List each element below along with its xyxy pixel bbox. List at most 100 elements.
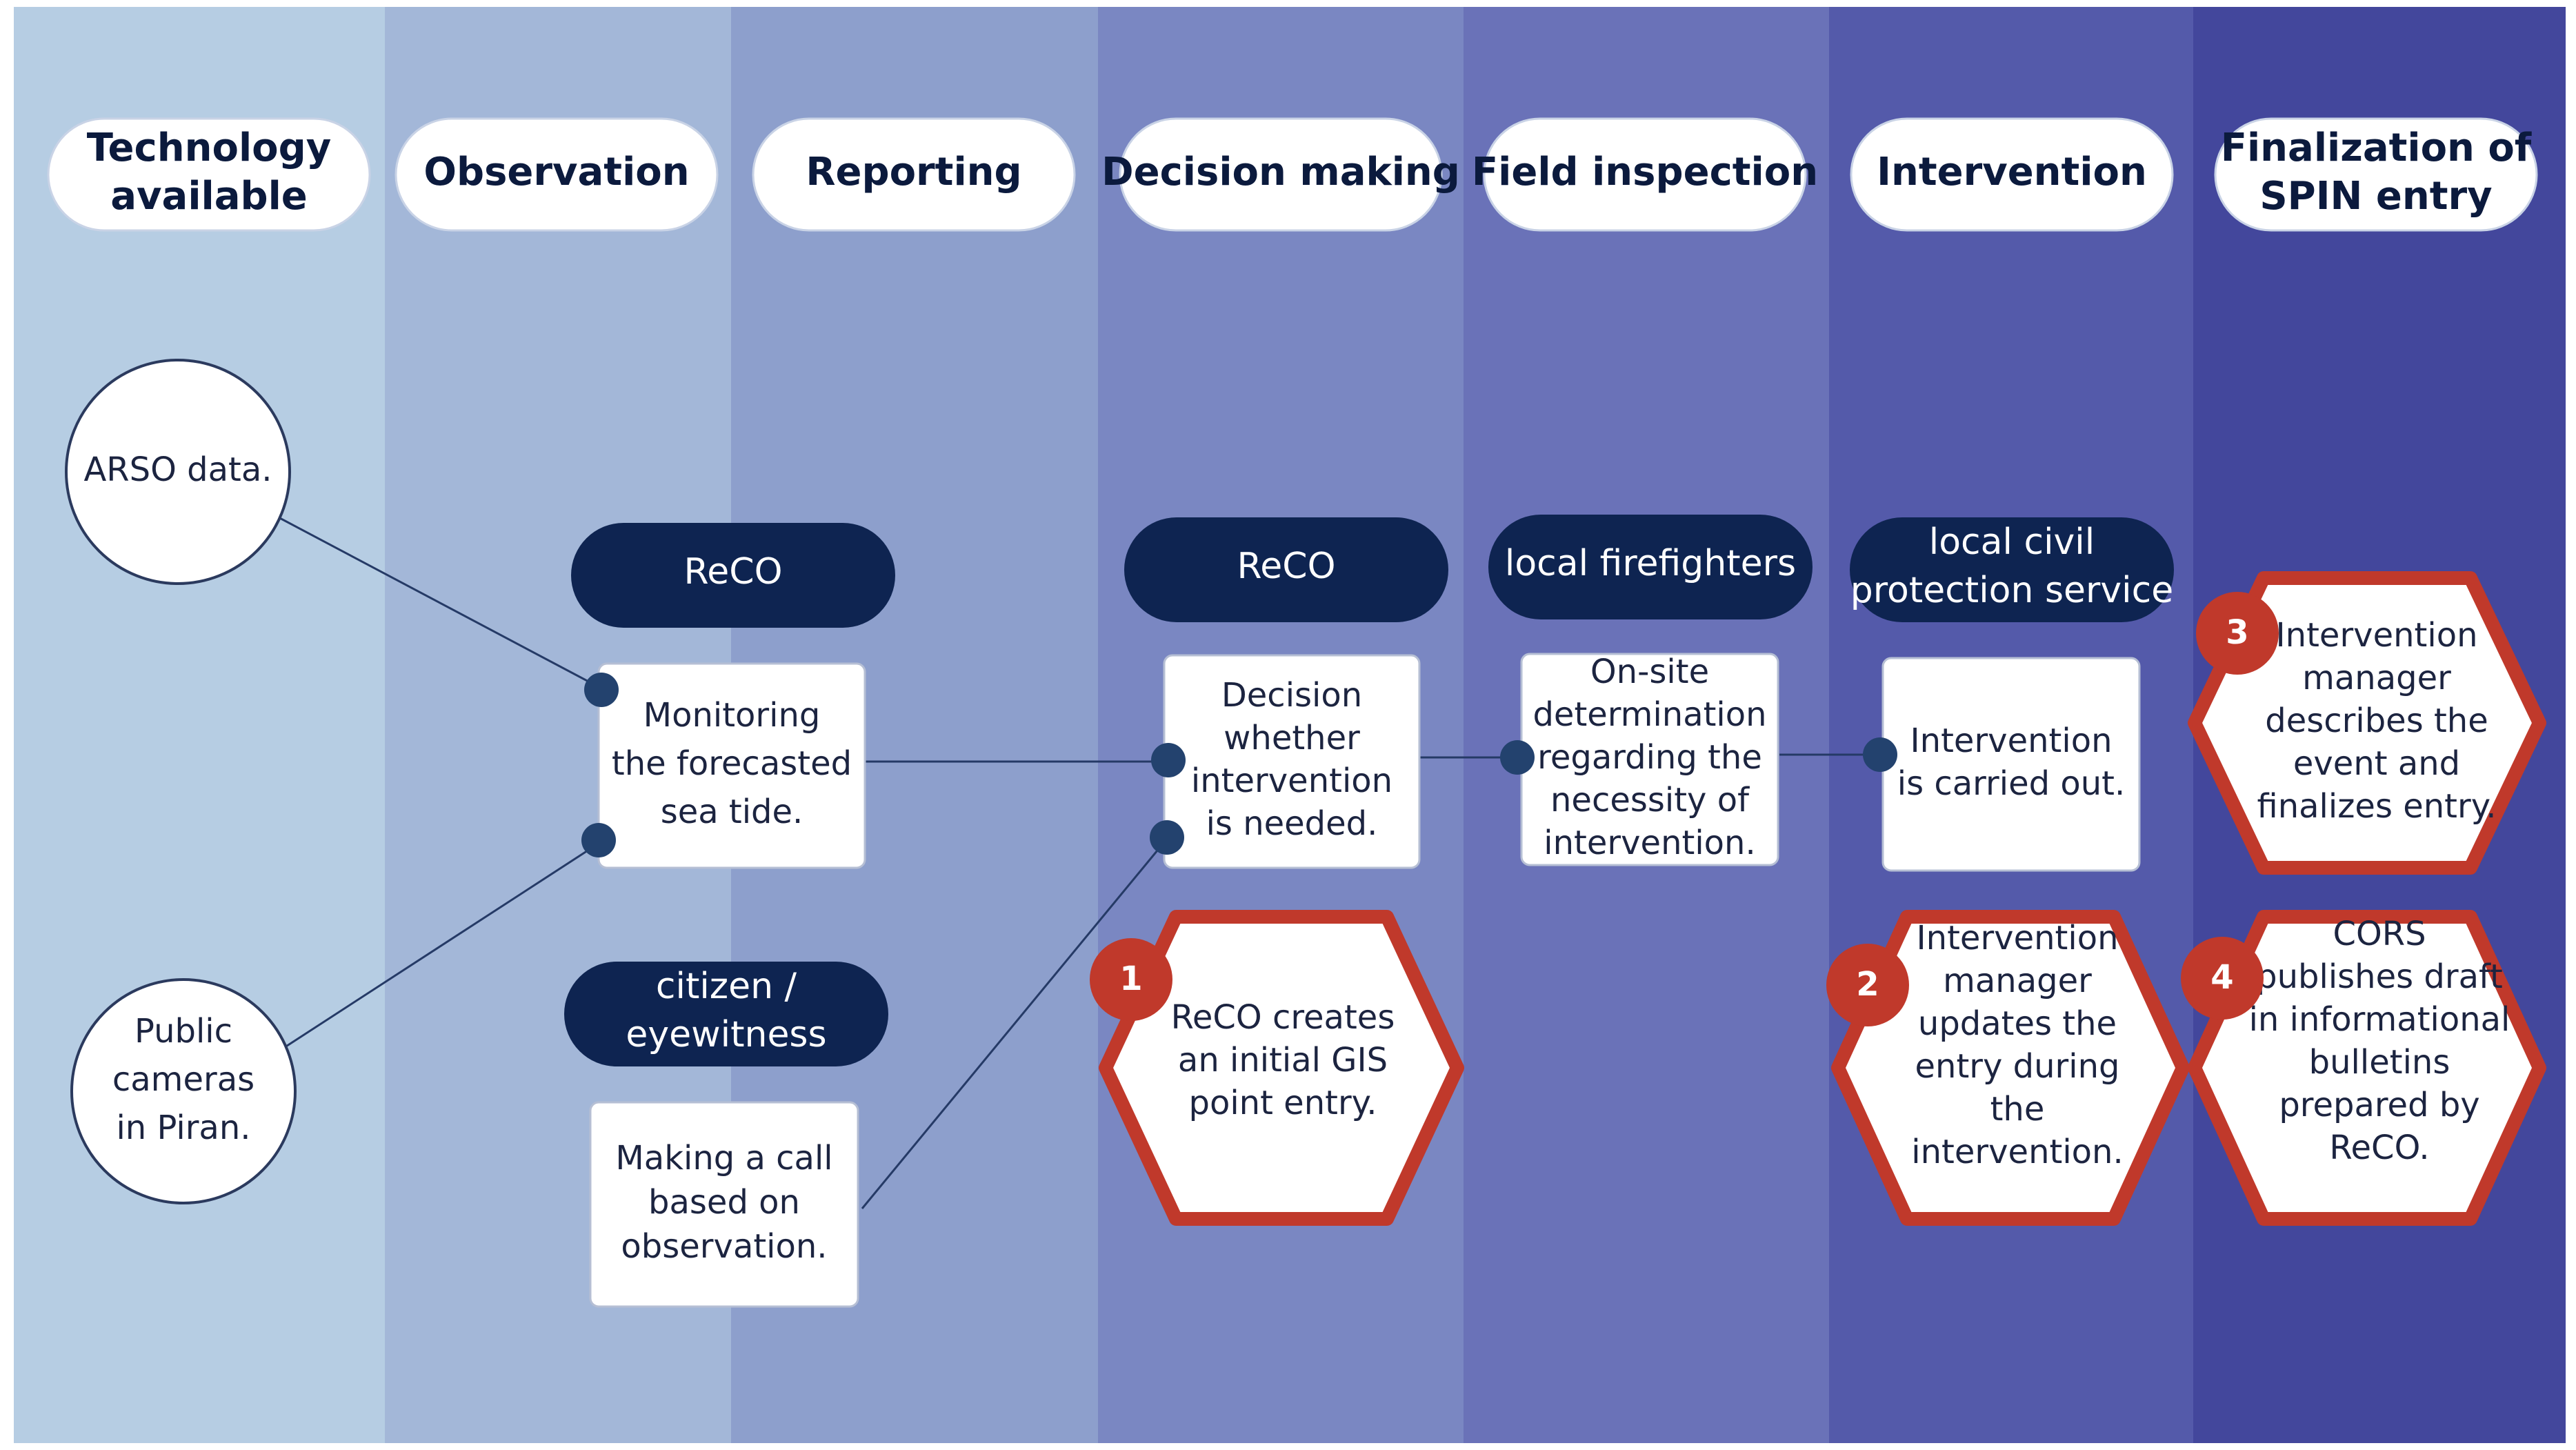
step-badge-s2 (1826, 944, 1909, 1026)
connector-dot (1500, 740, 1535, 775)
role-label-reco_observation-line: ReCO (683, 551, 782, 593)
activity-text-call-line: based on (648, 1183, 800, 1222)
step-text-s2-line: entry during (1915, 1047, 2119, 1086)
role-label-firefighters-line: local firefighters (1505, 543, 1796, 584)
source-circle-cameras (70, 978, 297, 1204)
role-label-reco_observation: ReCO (683, 551, 782, 593)
lane-header-pill (1850, 117, 2174, 232)
role-label-reco_decision: ReCO (1237, 546, 1335, 587)
activity-text-monitoring-line: Monitoring (643, 696, 821, 735)
step-number-s3: 3 (2226, 613, 2248, 652)
step-hexagon-s1 (1099, 910, 1464, 1226)
activity-text-carried-line: is carried out. (1897, 764, 2126, 803)
step-hexagon-s2 (1831, 910, 2190, 1226)
role-label-citizen-line: eyewitness (626, 1014, 826, 1055)
activity-box-monitoring (597, 662, 866, 869)
step-text-s4-line: bulletins (2309, 1043, 2450, 1082)
step-badge-s4 (2181, 937, 2264, 1020)
step-number-s2: 2 (1856, 965, 1879, 1004)
lane-header-title: Reporting (806, 150, 1021, 195)
step-badge-s1 (1090, 938, 1172, 1021)
step-text-s4-line: ReCO. (2329, 1129, 2429, 1167)
step-text-s4-line: CORS (2333, 915, 2426, 953)
connector-line (282, 843, 598, 1050)
lane-header-title-line: Finalization of (2221, 126, 2532, 170)
step-text-s1-line: an initial GIS (1178, 1041, 1388, 1080)
step-text-s3-line: manager (2302, 659, 2451, 697)
step-hexagon-s4 (2188, 910, 2546, 1226)
lane-header-pill (47, 117, 371, 232)
source-label-cameras-line: Public (134, 1012, 232, 1051)
source-label-cameras-line: in Piran. (116, 1109, 250, 1147)
step-hexagon-s3 (2188, 571, 2546, 875)
lane-header-pill (2214, 117, 2538, 232)
role-pill-reco_observation (571, 523, 895, 628)
lane-header-pill (1483, 117, 1807, 232)
role-label-citizen: citizen / eyewitness (626, 966, 826, 1055)
step-number-s4: 4 (2210, 958, 2233, 997)
step-text-s1-line: ReCO creates (1171, 998, 1395, 1037)
lane-header-pill (395, 117, 719, 232)
lane-header-title-line: SPIN entry (2259, 174, 2492, 219)
step-badge-s3 (2196, 592, 2279, 675)
connector-dot (1863, 737, 1897, 772)
role-label-civil_protection-line: local civil (1929, 522, 2095, 563)
lane-header-title: Observation (423, 150, 689, 195)
lane-header-title-line: Decision making (1101, 150, 1460, 195)
activity-text-decision-line: Decision (1221, 676, 1362, 715)
connector-dot (584, 673, 619, 707)
source-label-cameras-line: cameras (112, 1060, 254, 1099)
source-circle-arso (65, 359, 291, 585)
lane-header-pill (1119, 117, 1443, 232)
step-text-s2-line: updates the (1918, 1004, 2117, 1043)
step-text-s2-line: manager (1943, 962, 2092, 1000)
step-text-s1: ReCO creates an initial GIS point entry. (1171, 998, 1395, 1122)
step-text-s4: CORS publishes draft in informational bulle… (2249, 915, 2510, 1167)
connector-dot (1150, 820, 1184, 855)
role-label-citizen-line: citizen / (656, 966, 797, 1007)
source-label-cameras: Public cameras in Piran. (112, 1012, 254, 1147)
lane-background (14, 7, 385, 1443)
step-text-s1-line: point entry. (1189, 1084, 1377, 1122)
connector-line (861, 838, 1168, 1209)
activity-text-decision-line: whether (1224, 719, 1360, 757)
role-pill-civil_protection (1850, 517, 2174, 622)
step-text-s3-line: describes the (2265, 702, 2488, 740)
activity-text-decision-line: is needed. (1206, 804, 1378, 843)
role-pill-citizen (564, 962, 888, 1066)
activity-text-monitoring: Monitoring the forecasted sea tide. (612, 696, 852, 831)
source-label-arso-line: ARSO data. (83, 450, 272, 489)
activity-text-onsite-line: regarding the (1537, 738, 1762, 777)
activity-text-monitoring-line: sea tide. (661, 793, 803, 831)
step-text-s4-line: in informational (2249, 1000, 2510, 1039)
connector-line (275, 515, 605, 691)
lane-header-title-line: available (110, 174, 308, 219)
activity-text-decision-line: intervention (1191, 762, 1392, 800)
lane-header-title: Field inspection (1472, 150, 1818, 195)
activity-text-call-line: Making a call (615, 1139, 832, 1178)
activity-text-onsite-line: intervention. (1544, 824, 1755, 862)
activity-text-decision: Decision whether intervention is needed. (1191, 676, 1392, 843)
activity-text-onsite-line: necessity of (1550, 781, 1750, 820)
lane-header-title: Intervention (1877, 150, 2147, 195)
activity-text-monitoring-line: the forecasted (612, 744, 852, 783)
lane-header-title-line: Field inspection (1472, 150, 1818, 195)
source-label-arso: ARSO data. (83, 450, 272, 489)
step-text-s4-line: publishes draft (2256, 957, 2503, 996)
step-text-s2-line: Intervention (1917, 919, 2119, 957)
step-text-s3-line: event and (2293, 744, 2460, 783)
role-pill-firefighters (1488, 515, 1813, 619)
step-number-s1: 1 (1119, 960, 1142, 998)
step-text-s4-line: prepared by (2279, 1086, 2479, 1124)
role-label-firefighters: local firefighters (1505, 543, 1796, 584)
lane-header-title-line: Reporting (806, 150, 1021, 195)
role-label-civil_protection-line: protection service (1850, 570, 2173, 611)
activity-text-onsite-line: determination (1532, 695, 1766, 734)
